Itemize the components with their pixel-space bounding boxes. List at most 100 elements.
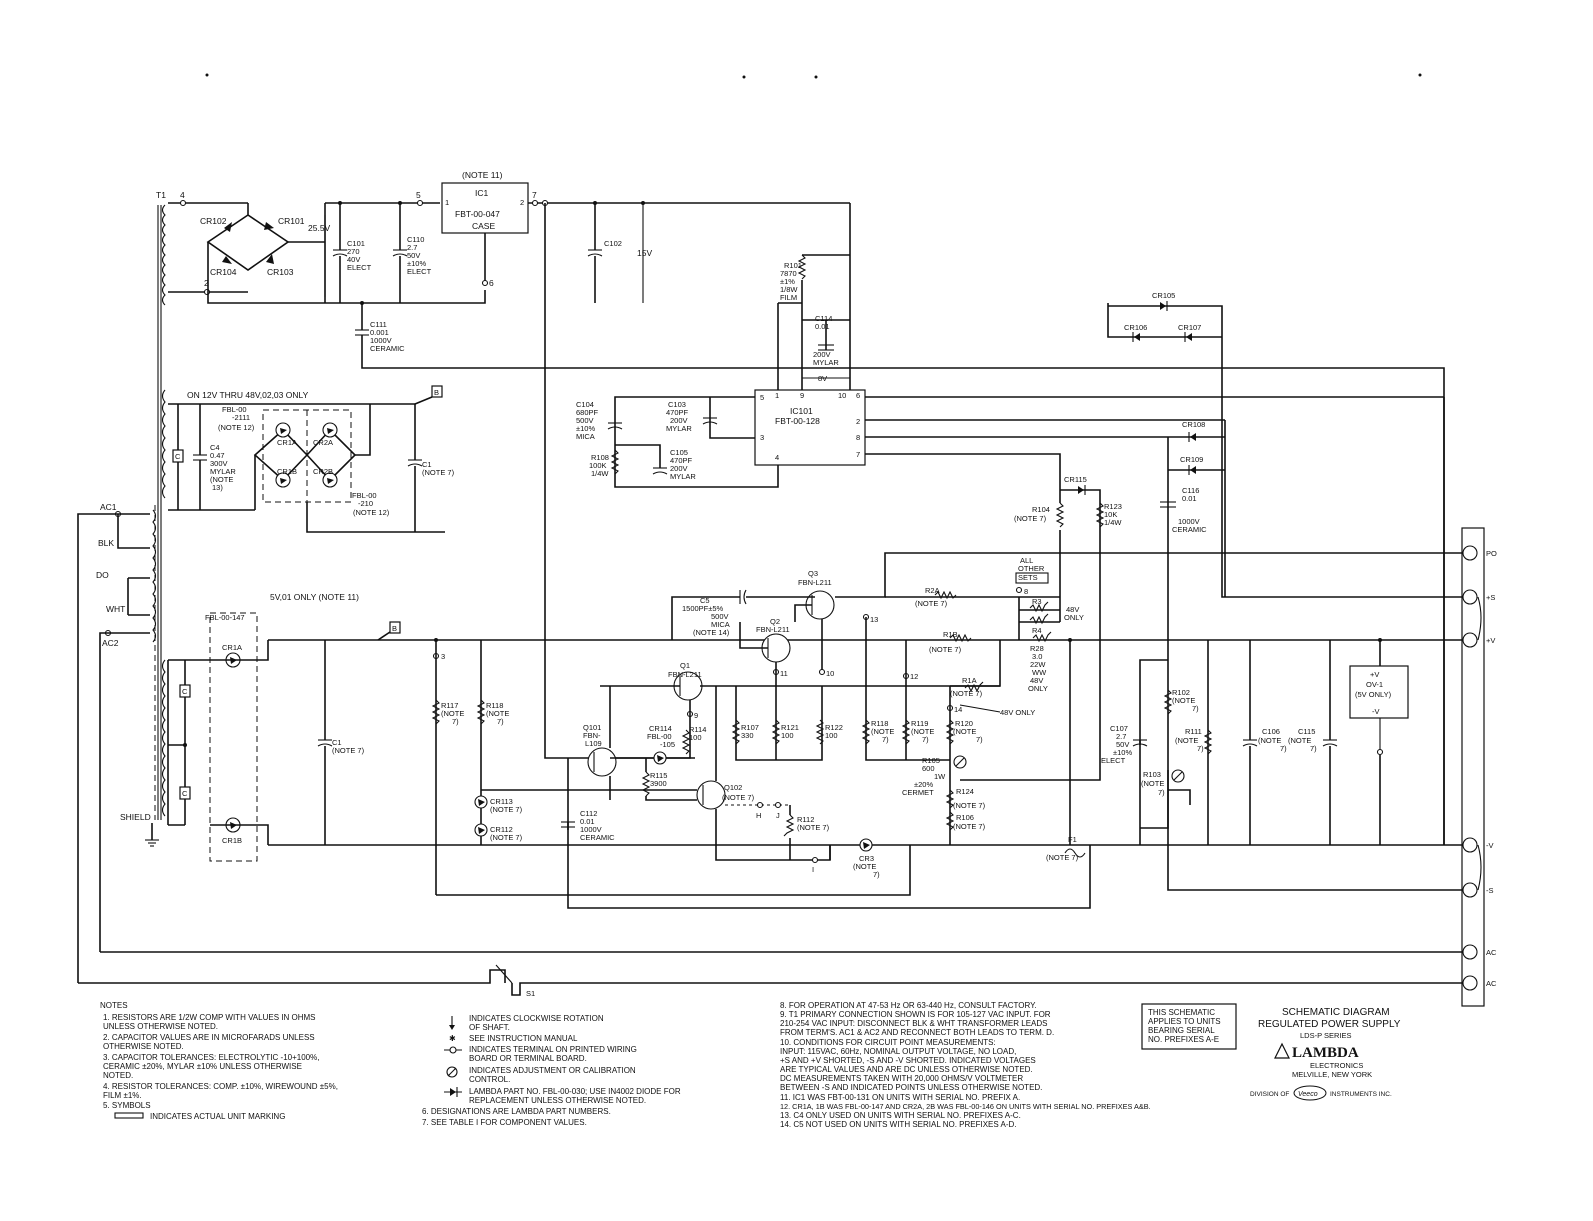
svg-text:C115: C115 <box>1298 727 1315 736</box>
svg-text:R123: R123 <box>1104 502 1122 511</box>
svg-text:C116: C116 <box>1182 486 1199 495</box>
svg-text:PO: PO <box>1486 549 1497 558</box>
svg-text:3. CAPACITOR TOLERANCES: ELECT: 3. CAPACITOR TOLERANCES: ELECTROLYTIC -1… <box>103 1053 319 1062</box>
svg-text:100: 100 <box>689 733 702 742</box>
svg-text:13. C4 ONLY USED ON UNITS WITH: 13. C4 ONLY USED ON UNITS WITH SERIAL NO… <box>780 1111 1021 1120</box>
svg-text:(NOTE 7): (NOTE 7) <box>1046 853 1079 862</box>
svg-text:R117: R117 <box>441 701 458 710</box>
svg-text:INPUT: 115VAC, 60Hz, NOMINAL O: INPUT: 115VAC, 60Hz, NOMINAL OUTPUT VOLT… <box>780 1047 1016 1056</box>
svg-text:R101: R101 <box>784 261 802 270</box>
svg-text:(NOTE: (NOTE <box>210 475 233 484</box>
svg-text:R4: R4 <box>1032 626 1042 635</box>
svg-text:NOTES: NOTES <box>100 1001 128 1010</box>
svg-text:(NOTE: (NOTE <box>1288 736 1311 745</box>
svg-text:CR115: CR115 <box>1064 475 1087 484</box>
svg-text:(NOTE 7): (NOTE 7) <box>950 689 983 698</box>
svg-text:+S: +S <box>1486 593 1495 602</box>
svg-text:6: 6 <box>489 278 494 288</box>
lambda-logo-icon <box>1274 1042 1290 1059</box>
svg-text:IC101: IC101 <box>790 406 813 416</box>
svg-text:25.5V: 25.5V <box>308 223 331 233</box>
svg-text:330: 330 <box>741 731 754 740</box>
svg-text:7: 7 <box>532 190 537 200</box>
svg-text:50V: 50V <box>1116 740 1129 749</box>
svg-text:R28: R28 <box>1030 644 1044 653</box>
svg-text:12. CR1A, 1B WAS FBL-00-147 AN: 12. CR1A, 1B WAS FBL-00-147 AND CR2A, 2B… <box>780 1102 1151 1111</box>
bridge-rectifier: 4 2 CR102 CR101 CR104 CR103 <box>168 190 325 296</box>
svg-text:C110: C110 <box>407 235 424 244</box>
svg-text:R104: R104 <box>1032 505 1050 514</box>
svg-text:CR2B: CR2B <box>313 467 333 476</box>
svg-text:11: 11 <box>780 669 788 678</box>
svg-text:(NOTE: (NOTE <box>871 727 894 736</box>
svg-text:C112: C112 <box>580 809 597 818</box>
svg-text:1/4W: 1/4W <box>1104 518 1122 527</box>
svg-text:1000V: 1000V <box>370 336 392 345</box>
svg-text:0.47: 0.47 <box>210 451 225 460</box>
svg-text:1500PF±5%: 1500PF±5% <box>682 604 724 613</box>
svg-text:WHT: WHT <box>106 604 125 614</box>
svg-text:LDS-P SERIES: LDS-P SERIES <box>1300 1031 1352 1040</box>
svg-text:R105: R105 <box>922 756 940 765</box>
svg-text:R107: R107 <box>741 723 759 732</box>
svg-text:R115: R115 <box>650 771 667 780</box>
svg-text:7): 7) <box>452 717 459 726</box>
svg-text:500V: 500V <box>711 612 729 621</box>
svg-text:UNLESS OTHERWISE NOTED.: UNLESS OTHERWISE NOTED. <box>103 1022 218 1031</box>
veeco-logo-icon <box>1293 1085 1327 1101</box>
svg-text:NOTED.: NOTED. <box>103 1071 133 1080</box>
svg-text:(NOTE 7): (NOTE 7) <box>953 801 986 810</box>
svg-text:(NOTE 11): (NOTE 11) <box>462 170 503 180</box>
svg-text:R3: R3 <box>1032 597 1042 606</box>
svg-text:MYLAR: MYLAR <box>813 358 839 367</box>
svg-text:8: 8 <box>856 433 860 442</box>
svg-text:3: 3 <box>760 433 764 442</box>
svg-text:(NOTE 7): (NOTE 7) <box>953 822 986 831</box>
svg-text:CERAMIC: CERAMIC <box>580 833 615 842</box>
svg-text:WW: WW <box>1032 668 1047 677</box>
svg-text:R118: R118 <box>871 719 888 728</box>
svg-text:INDICATES TERMINAL ON PRINTED: INDICATES TERMINAL ON PRINTED WIRING <box>469 1045 637 1054</box>
svg-text:T1: T1 <box>156 190 166 200</box>
svg-text:MICA: MICA <box>576 432 595 441</box>
svg-text:CR109: CR109 <box>1180 455 1203 464</box>
svg-text:DO: DO <box>96 570 109 580</box>
notes-symbols: INDICATES CLOCKWISE ROTATION OF SHAFT. ✱… <box>422 1014 681 1127</box>
svg-text:(NOTE 7): (NOTE 7) <box>797 823 830 832</box>
svg-text:11. IC1 WAS FBT-00-131 ON UNIT: 11. IC1 WAS FBT-00-131 ON UNITS WITH SER… <box>780 1093 1020 1102</box>
svg-text:12: 12 <box>910 672 918 681</box>
svg-text:DIVISION OF: DIVISION OF <box>1250 1091 1289 1098</box>
svg-text:✱: ✱ <box>449 1034 456 1043</box>
svg-text:2: 2 <box>856 417 860 426</box>
svg-text:3: 3 <box>441 652 445 661</box>
svg-text:FBL-00: FBL-00 <box>352 491 377 500</box>
ic101-regulator: IC101 FBT-00-128 5 1 9 10 6 3 2 8 7 4 <box>614 389 1444 503</box>
svg-text:7): 7) <box>497 717 504 726</box>
svg-text:600: 600 <box>922 764 935 773</box>
svg-text:5. SYMBOLS: 5. SYMBOLS <box>103 1101 151 1110</box>
svg-text:I: I <box>812 865 814 874</box>
svg-text:FBL-00: FBL-00 <box>222 405 247 414</box>
svg-text:MICA: MICA <box>711 620 730 629</box>
svg-text:AC2: AC2 <box>102 638 119 648</box>
svg-text:(NOTE: (NOTE <box>441 709 464 718</box>
svg-text:(5V ONLY): (5V ONLY) <box>1355 690 1392 699</box>
svg-text:(NOTE 14): (NOTE 14) <box>693 628 730 637</box>
svg-text:MELVILLE, NEW YORK: MELVILLE, NEW YORK <box>1292 1070 1372 1079</box>
svg-text:100: 100 <box>781 731 794 740</box>
svg-text:100K: 100K <box>589 461 607 470</box>
svg-text:(NOTE: (NOTE <box>1258 736 1281 745</box>
svg-text:10: 10 <box>826 669 834 678</box>
svg-text:FBN-L211: FBN-L211 <box>798 578 832 587</box>
svg-text:C103: C103 <box>668 400 686 409</box>
svg-text:OV-1: OV-1 <box>1366 680 1383 689</box>
svg-text:680PF: 680PF <box>576 408 599 417</box>
protection-diodes: CR105 CR106 CR107 CR108 CR109 C1160.0110… <box>960 291 1465 891</box>
svg-text:CONTROL.: CONTROL. <box>469 1075 510 1084</box>
svg-text:R118: R118 <box>486 701 503 710</box>
svg-text:Q1: Q1 <box>680 661 690 670</box>
svg-text:CR103: CR103 <box>267 267 294 277</box>
svg-text:ALL: ALL <box>1020 556 1033 565</box>
